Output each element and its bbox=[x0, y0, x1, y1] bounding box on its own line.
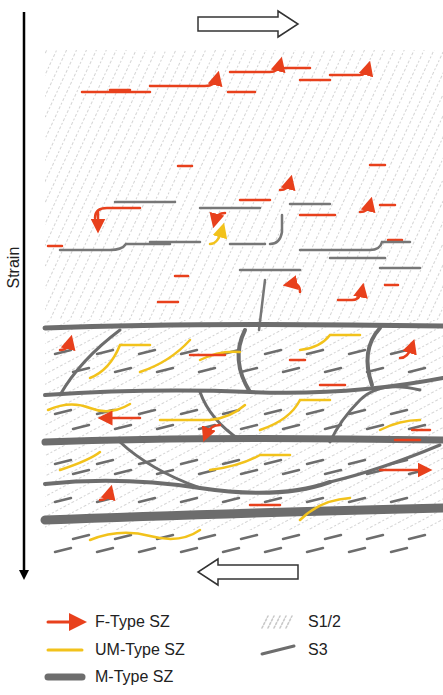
legend-text: S1/2 bbox=[308, 612, 341, 631]
axis-label: Strain bbox=[4, 247, 23, 289]
legend-text: M-Type SZ bbox=[95, 667, 173, 686]
legend-text: UM-Type SZ bbox=[95, 640, 185, 659]
legend-text: S3 bbox=[308, 640, 328, 659]
legend-text: F-Type SZ bbox=[95, 612, 170, 631]
